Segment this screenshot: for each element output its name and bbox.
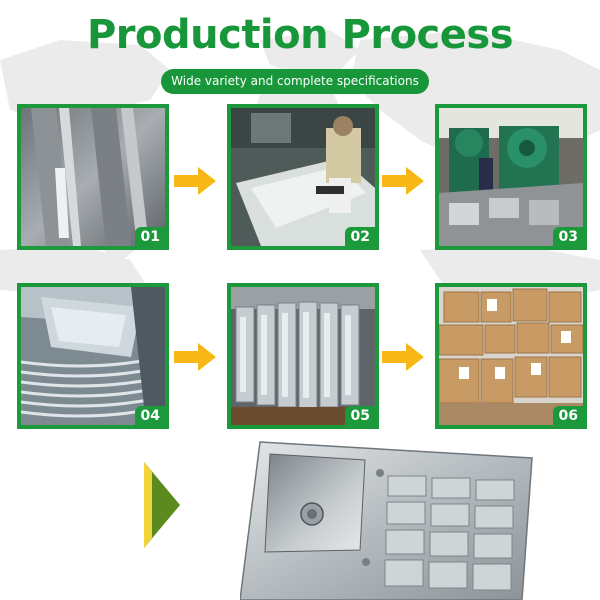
step-card-03: 03 (435, 104, 587, 250)
step-number: 02 (344, 227, 375, 246)
step-card-02: 02 (227, 104, 379, 250)
arrow-right-icon (382, 167, 424, 195)
step-card-01: 01 (17, 104, 169, 250)
chevron-right-icon (144, 462, 180, 548)
step-number: 06 (552, 406, 583, 425)
arrow-right-icon (382, 343, 424, 371)
arrow-right-icon (174, 167, 216, 195)
step-photo-polished-sinks (231, 287, 375, 425)
step-card-04: 04 (17, 283, 169, 429)
step-number: 05 (344, 406, 375, 425)
step-number: 03 (552, 227, 583, 246)
page-title: Production Process (86, 12, 514, 58)
step-number: 04 (134, 406, 165, 425)
step-photo-packed-boxes (439, 287, 583, 425)
step-number: 01 (134, 227, 165, 246)
step-photo-press-machines (439, 108, 583, 246)
step-card-05: 05 (227, 283, 379, 429)
arrow-right-icon (174, 343, 216, 371)
step-photo-steel-sheets (21, 108, 165, 246)
step-photo-cutting (231, 108, 375, 246)
subtitle-badge: Wide variety and complete specifications (161, 69, 429, 94)
final-product-sink-image (240, 441, 533, 600)
step-card-06: 06 (435, 283, 587, 429)
step-photo-stacked-bowls (21, 287, 165, 425)
